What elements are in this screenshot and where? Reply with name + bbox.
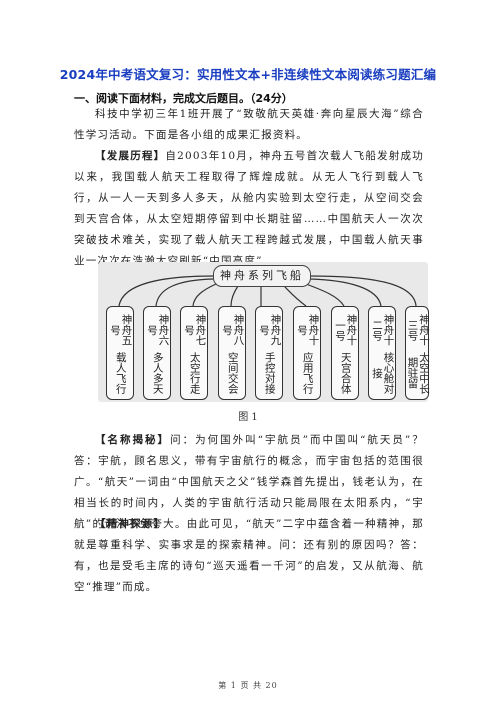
box-desc: 核心舱对接 (371, 352, 395, 394)
history-paragraph: 【发展历程】自2003年10月，神舟五号首次载人飞船发射成功以来，我国载人航天工… (74, 146, 424, 272)
box-name: 神舟十号 (296, 314, 320, 346)
box-desc: 太空行走 (188, 352, 201, 394)
name-text: 问：为何国外叫“宇航员”而中国叫“航天员”？答：宇航，顾名思义，带有宇宙航行的概… (74, 434, 424, 593)
shenzhou-diagram: 神舟系列飞船 神舟五号载人飞行 神舟六号多人多天 神舟七号太空行走 神舟八号空间… (98, 262, 431, 402)
diagram-box-shenzhou-10: 神舟十号应用飞行 (293, 306, 321, 400)
box-name: 神舟六号 (146, 314, 170, 346)
box-name: 神舟十一号 (334, 314, 358, 346)
diagram-box-shenzhou-11: 神舟十一号天宫合体 (331, 306, 359, 400)
diagram-banner: 神舟系列飞船 (213, 265, 311, 287)
diagram-box-shenzhou-8: 神舟八号空间交会 (218, 306, 246, 400)
box-name: 神舟七号 (183, 314, 207, 346)
box-desc: 多人多天 (151, 352, 164, 394)
diagram-box-shenzhou-7: 神舟七号太空行走 (180, 306, 208, 400)
document-title: 2024年中考语文复习：实用性文本+非连续性文本阅读练习题汇编 (59, 67, 437, 82)
box-desc: 载人飞行 (114, 352, 127, 394)
question-heading: 一、阅读下面材料，完成文后题目。（24分） (74, 92, 293, 105)
spirit-label: 【精神探源】 (95, 518, 166, 530)
box-desc: 天宫合体 (339, 352, 352, 394)
intro-paragraph: 科技中学初三年1班开展了“致敬航天英雄·奔向星辰大海”综合性学习活动。下面是各小… (74, 108, 424, 141)
history-label: 【发展历程】 (95, 150, 166, 162)
box-name: 神舟五号 (109, 314, 133, 346)
box-desc: 手控对接 (263, 352, 276, 394)
box-name: 神舟九号 (258, 314, 282, 346)
name-label: 【名称揭秘】 (95, 434, 171, 446)
box-desc: 空间交会 (226, 352, 239, 394)
box-desc: 太空中长期驻留 (406, 352, 431, 394)
diagram-box-shenzhou-9: 神舟九号手控对接 (255, 306, 283, 400)
figure-caption: 图 1 (238, 412, 258, 423)
diagram-box-shenzhou-5: 神舟五号载人飞行 (106, 306, 134, 400)
box-name: 神舟十三号 (406, 314, 431, 346)
box-name: 神舟十二号 (371, 314, 395, 346)
name-paragraph: 【名称揭秘】问：为何国外叫“宇航员”而中国叫“航天员”？答：宇航，顾名思义，带有… (74, 430, 424, 598)
diagram-box-shenzhou-13: 神舟十三号太空中长期驻留 (405, 306, 431, 400)
diagram-box-shenzhou-12: 神舟十二号核心舱对接 (368, 306, 396, 400)
box-desc: 应用飞行 (301, 352, 314, 394)
history-text: 自2003年10月，神舟五号首次载人飞船发射成功以来，我国载人航天工程取得了辉煌… (74, 150, 424, 267)
diagram-box-shenzhou-6: 神舟六号多人多天 (143, 306, 171, 400)
page-footer: 第 1 页 共 20 (218, 681, 278, 690)
spirit-heading: 【精神探源】 (74, 514, 424, 535)
box-name: 神舟八号 (221, 314, 245, 346)
